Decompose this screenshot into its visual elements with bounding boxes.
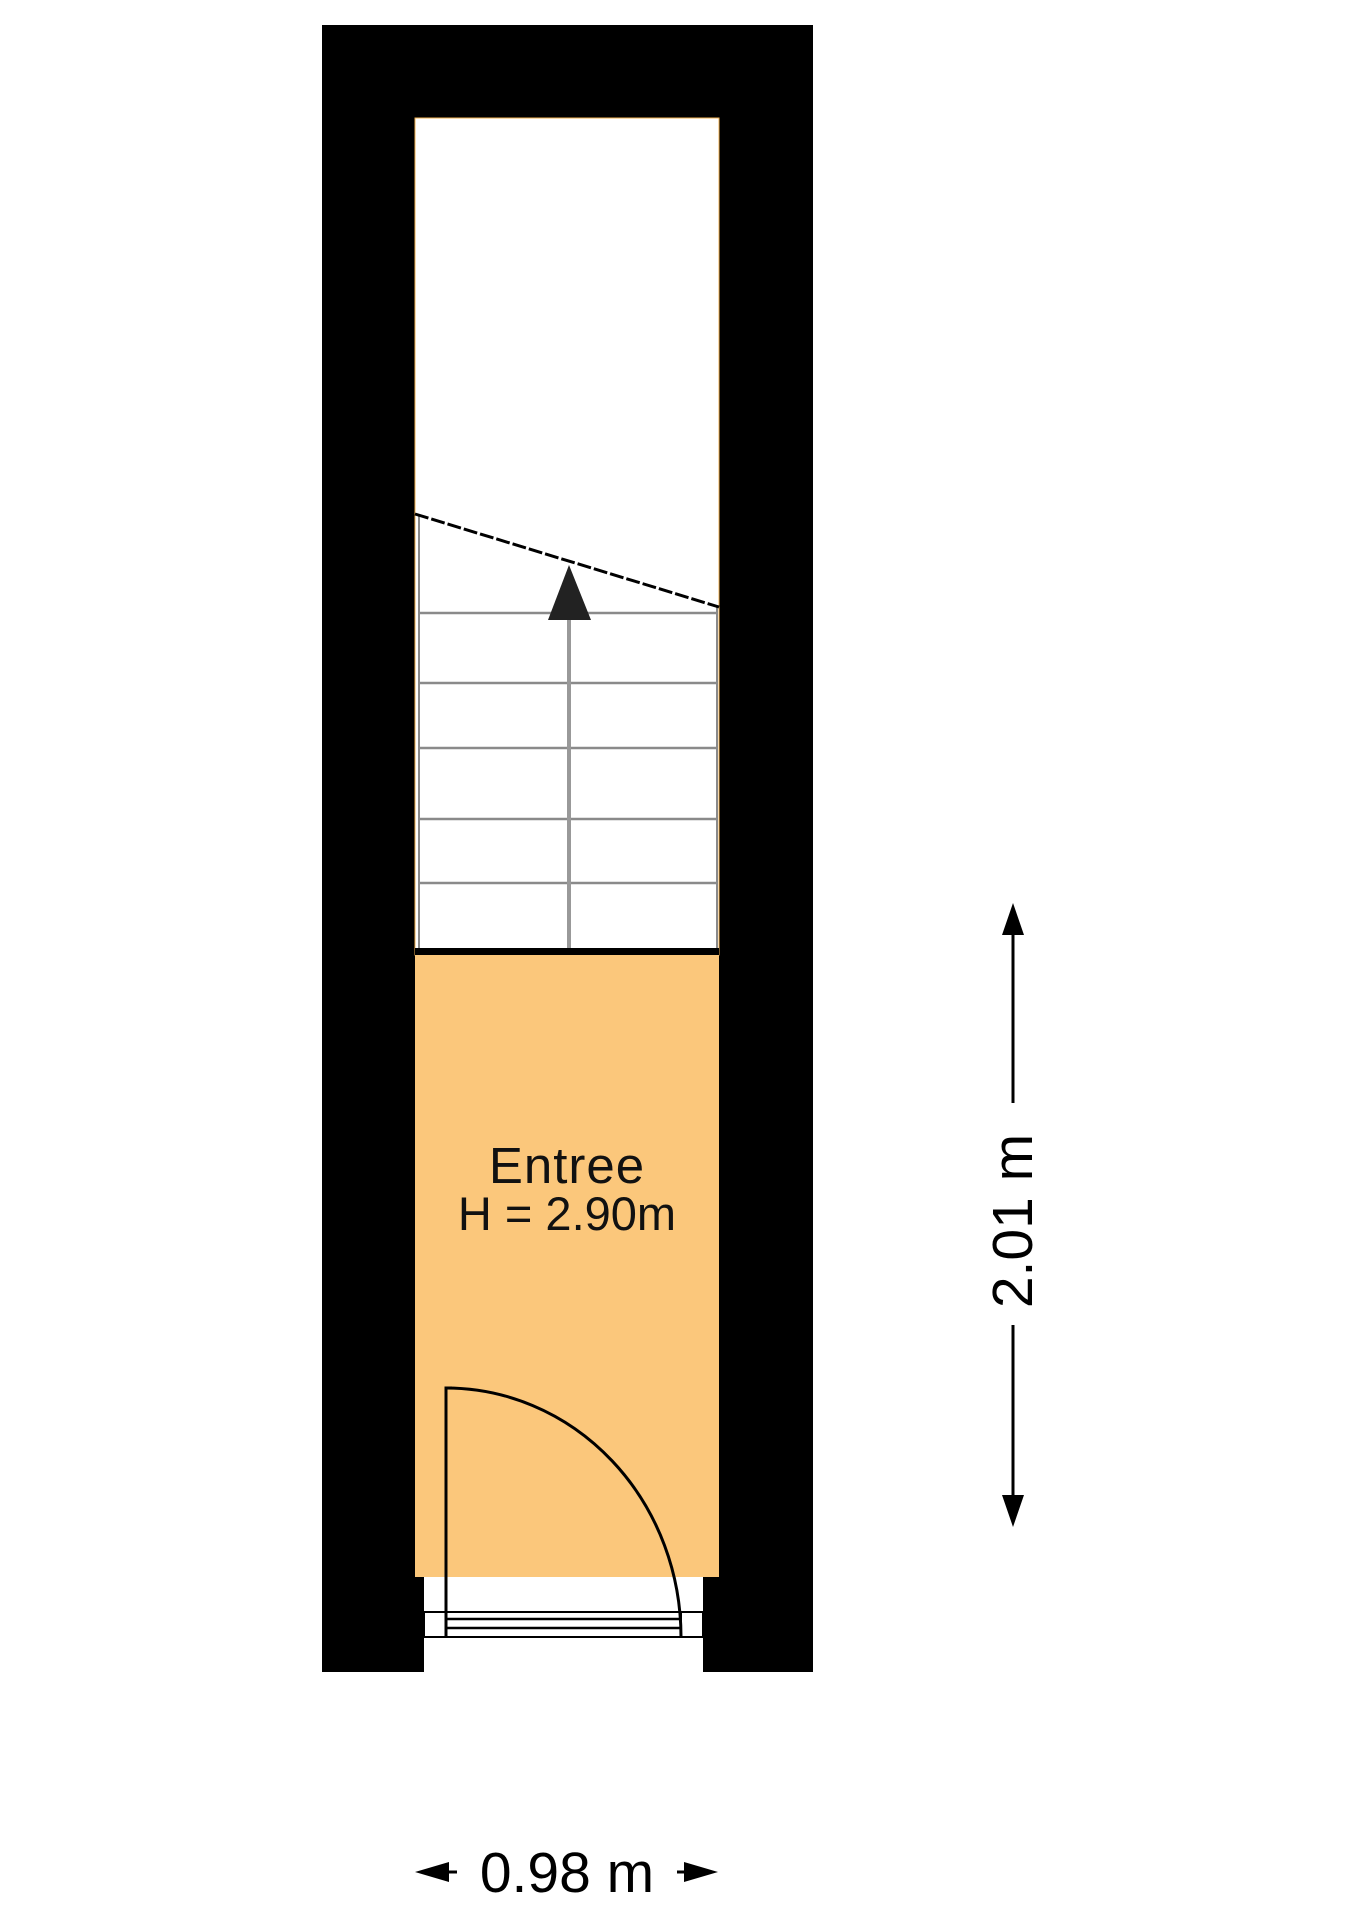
length-dimension-label: 2.01 m	[981, 1133, 1045, 1309]
wall-right-inner	[719, 118, 813, 1577]
door-opening	[423, 1577, 704, 1672]
door-swing-icon	[444, 1386, 683, 1638]
length-dimension	[1002, 903, 1024, 1527]
wall-left-inner	[322, 118, 415, 1577]
stair-up-arrow-icon	[548, 565, 591, 950]
wall-top	[322, 25, 813, 118]
walls	[322, 25, 813, 1672]
room-name-label: Entree	[488, 1137, 646, 1194]
stair-bottom-edge	[415, 948, 719, 955]
room-height-label: H = 2.90m	[457, 1187, 677, 1240]
width-dimension-label: 0.98 m	[479, 1841, 655, 1905]
room-entree	[415, 955, 719, 1577]
width-dimension	[415, 1862, 718, 1882]
stair-cut-line	[414, 512, 720, 609]
